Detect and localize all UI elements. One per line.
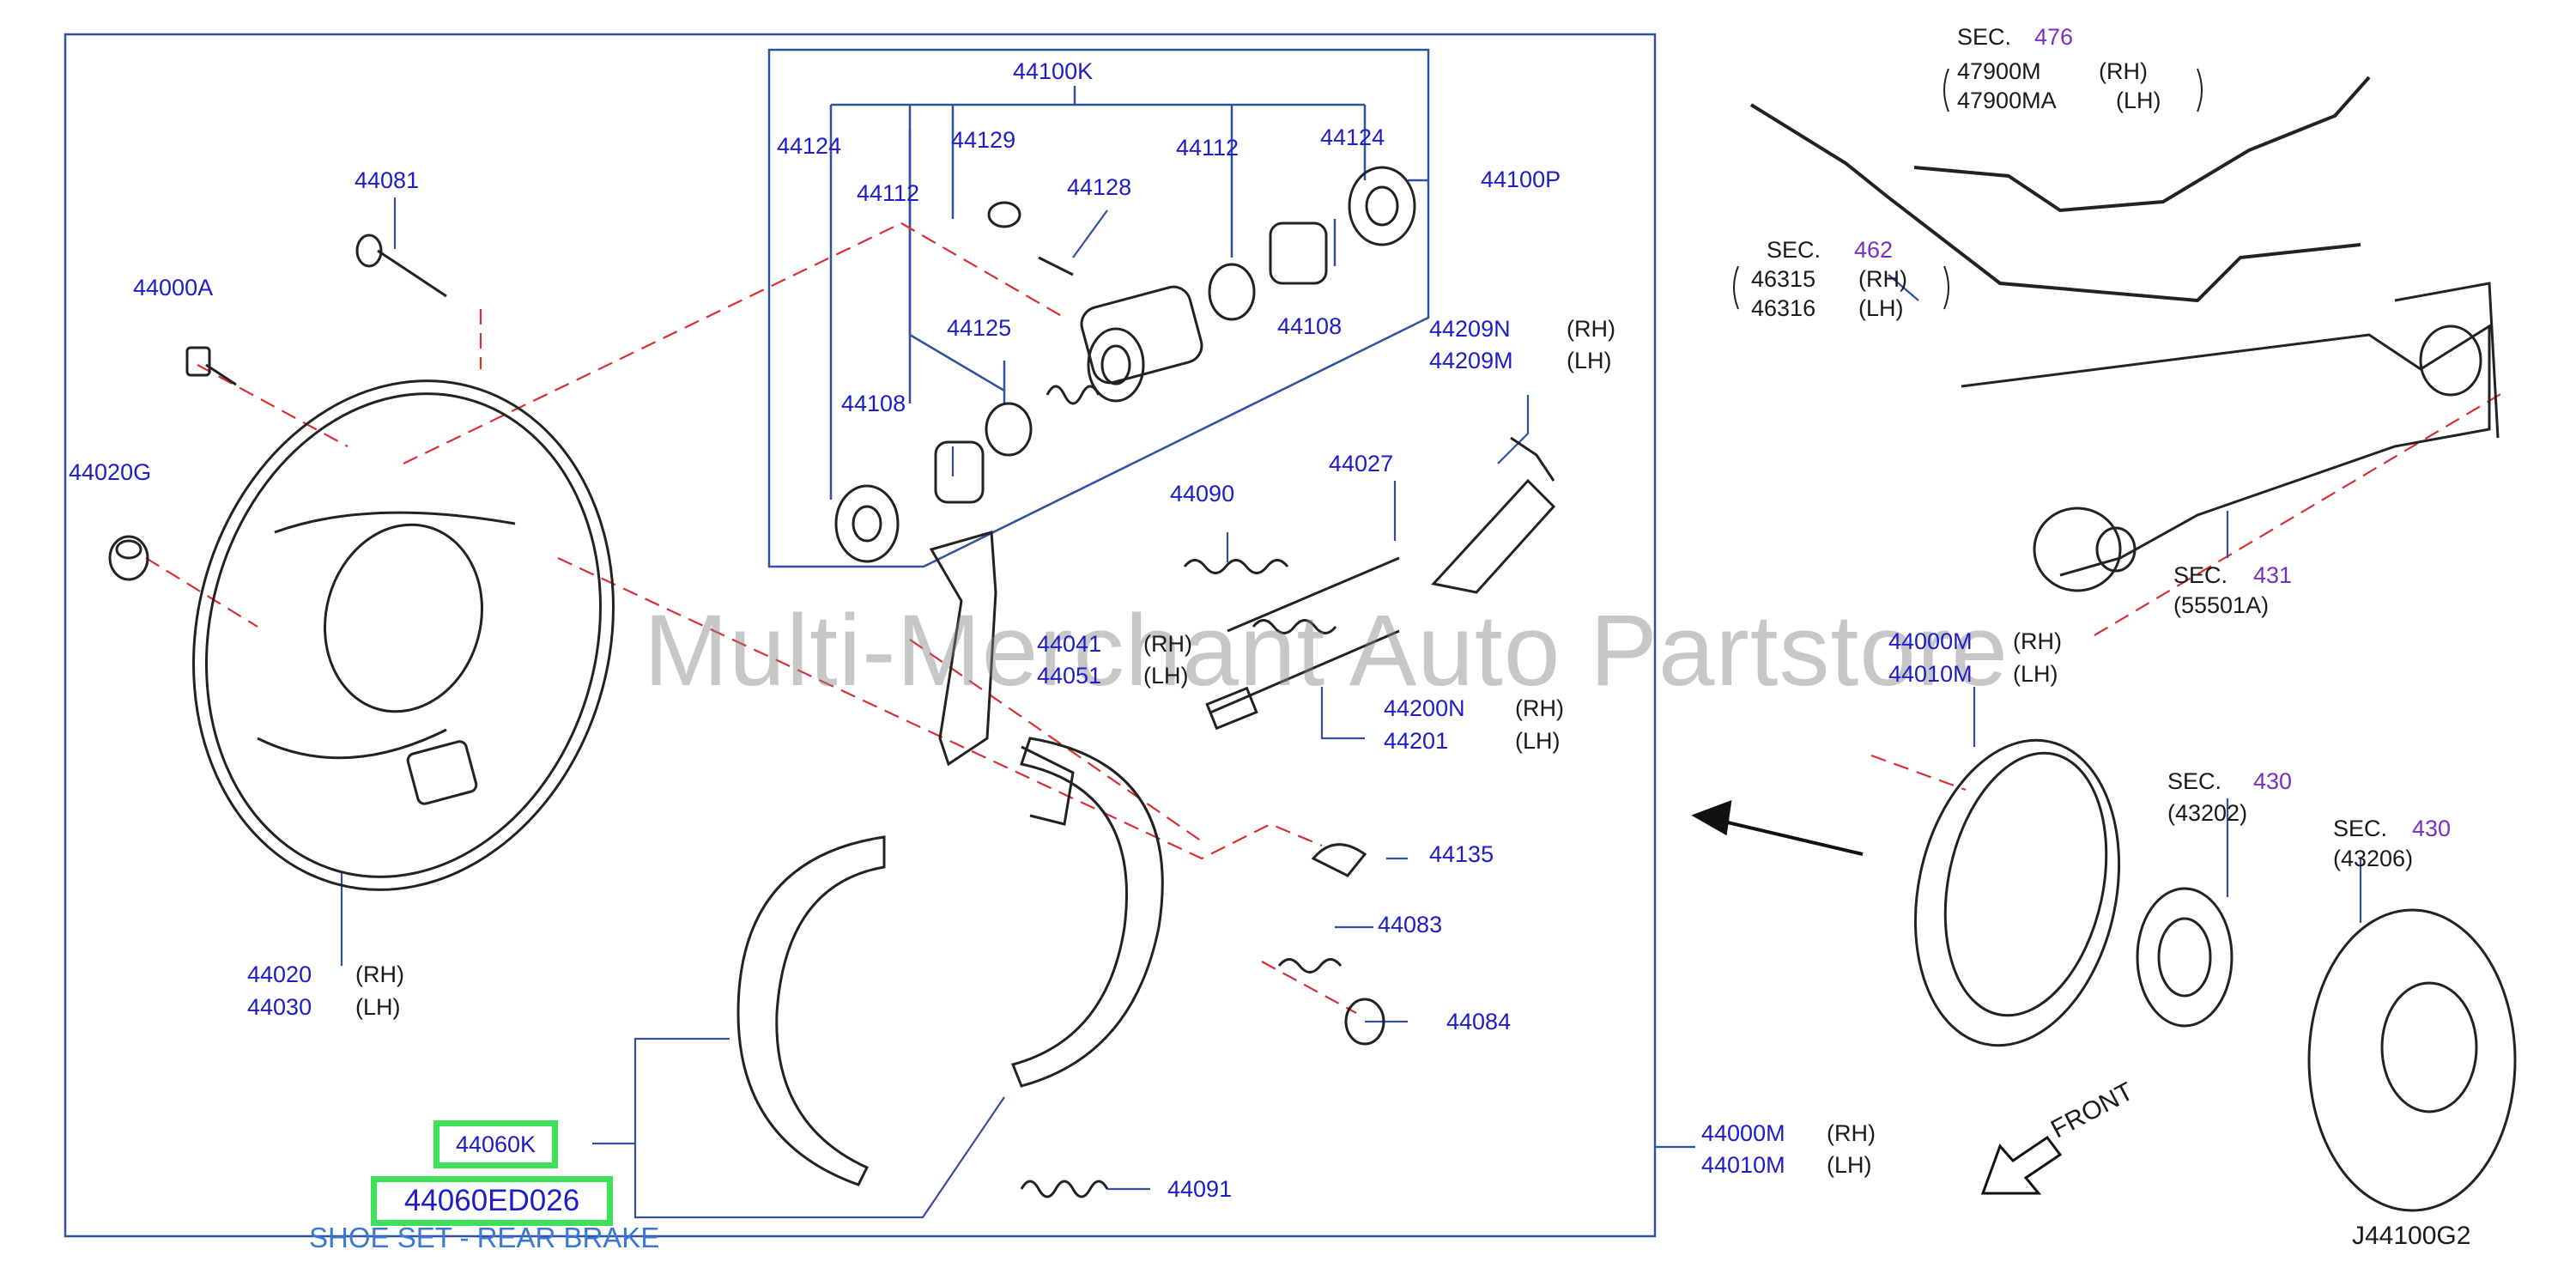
part-label-44209N[interactable]: 44209N (1429, 316, 1511, 342)
direction-arrow (1691, 799, 1864, 856)
brake-shoes (736, 737, 1164, 1186)
diagram-code: J44100G2 (2352, 1222, 2471, 1250)
sec-431-label: SEC. (2173, 562, 2228, 588)
side-label-44000M-right-rh: (RH) (2013, 628, 2062, 654)
side-label-44020-rh: (RH) (355, 962, 404, 987)
rear-brake-assembly (1913, 738, 2517, 1212)
sec-430a-label: SEC. (2167, 768, 2222, 794)
part-label-44051[interactable]: 44051 (1037, 663, 1102, 689)
part-label-44010M-right[interactable]: 44010M (1888, 661, 1973, 687)
part-label-44112-left[interactable]: 44112 (857, 180, 920, 206)
section-brackets (1733, 68, 2203, 310)
wheel-cylinder (987, 201, 1203, 403)
sec-430b-label: SEC. (2333, 816, 2388, 841)
sec-430b-number[interactable]: 430 (2412, 816, 2452, 841)
brake-tube-and-sensor (1749, 76, 2371, 303)
part-label-44135[interactable]: 44135 (1429, 841, 1494, 867)
part-label-44020G[interactable]: 44020G (69, 459, 152, 485)
leader-lines-dashed (145, 221, 2507, 1014)
part-label-44124-left[interactable]: 44124 (777, 133, 842, 159)
front-indicator (1980, 1135, 2063, 1195)
part-label-44084[interactable]: 44084 (1446, 1009, 1512, 1034)
sec-462-lh-part[interactable]: 46316 (1751, 295, 1816, 321)
side-label-44200N-rh: (RH) (1515, 695, 1564, 721)
sec-476-number[interactable]: 476 (2034, 24, 2074, 50)
side-label-44209N-rh: (RH) (1567, 316, 1615, 342)
part-label-44020[interactable]: 44020 (247, 962, 312, 987)
side-label-44209M-lh: (LH) (1567, 348, 1612, 373)
watermark: Multi-Merchant Auto Partstore (644, 594, 2009, 707)
side-label-44010M-bottom-lh: (LH) (1827, 1152, 1872, 1178)
part-label-44108-right[interactable]: 44108 (1277, 313, 1343, 339)
part-label-44209M[interactable]: 44209M (1429, 348, 1513, 373)
highlight-44060K[interactable]: 44060K (433, 1120, 558, 1168)
backing-plate (192, 379, 615, 891)
sec-431-part[interactable]: (55501A) (2173, 592, 2270, 618)
kit-tree-lines (829, 86, 1428, 500)
sec-462-rh-part[interactable]: 46315 (1751, 266, 1816, 292)
sec-462-lh: (LH) (1858, 295, 1904, 321)
sec-462-label: SEC. (1767, 237, 1821, 263)
side-label-44000M-bottom-rh: (RH) (1827, 1120, 1876, 1146)
part-label-44124-right[interactable]: 44124 (1320, 124, 1385, 150)
sec-476-rh: (RH) (2099, 58, 2148, 84)
part-label-44112-right[interactable]: 44112 (1176, 135, 1240, 161)
part-label-44128[interactable]: 44128 (1067, 174, 1132, 200)
side-label-44030-lh: (LH) (355, 994, 401, 1020)
parking-lever (929, 531, 997, 767)
part-label-44083[interactable]: 44083 (1378, 912, 1443, 937)
part-label-44081[interactable]: 44081 (355, 167, 420, 193)
part-label-44000A[interactable]: 44000A (133, 275, 214, 300)
highlight-part-number[interactable]: 44060ED026 (371, 1176, 613, 1226)
adjuster-parts (1020, 436, 1556, 1198)
part-label-44200N[interactable]: 44200N (1384, 695, 1465, 721)
sec-476-lh: (LH) (2116, 88, 2161, 113)
kit-44100K-bracket (767, 48, 1430, 568)
part-label-44030[interactable]: 44030 (247, 994, 312, 1020)
plug-44020G (108, 535, 149, 581)
part-label-44090[interactable]: 44090 (1170, 481, 1235, 507)
sec-431-number[interactable]: 431 (2253, 562, 2293, 588)
side-label-44201-lh: (LH) (1515, 728, 1561, 754)
cylinder-kit-parts (834, 166, 1416, 563)
highlight-description: SHOE SET - REAR BRAKE (309, 1222, 660, 1253)
side-label-44041-rh: (RH) (1143, 631, 1192, 657)
sec-430a-part[interactable]: (43202) (2167, 800, 2248, 826)
side-label-44010M-right-lh: (LH) (2013, 661, 2058, 687)
leader-lines-solid (340, 197, 2362, 1219)
sec-430a-number[interactable]: 430 (2253, 768, 2293, 794)
part-label-44041[interactable]: 44041 (1037, 631, 1102, 657)
sec-476-rh-part[interactable]: 47900M (1957, 58, 2041, 84)
part-label-44000M-right[interactable]: 44000M (1888, 628, 1973, 654)
part-label-44100K[interactable]: 44100K (1013, 58, 1094, 84)
sec-430b-part[interactable]: (43206) (2333, 846, 2414, 871)
part-label-44000M-bottom[interactable]: 44000M (1701, 1120, 1785, 1146)
part-label-44091[interactable]: 44091 (1167, 1176, 1233, 1202)
bolt-44081 (355, 234, 447, 298)
sec-476-label: SEC. (1957, 24, 2012, 50)
sec-462-rh: (RH) (1858, 266, 1907, 292)
part-label-44108-left[interactable]: 44108 (841, 391, 906, 416)
sec-476-lh-part[interactable]: 47900MA (1957, 88, 2057, 113)
part-label-44129[interactable]: 44129 (951, 127, 1016, 153)
part-label-44100P[interactable]: 44100P (1481, 167, 1561, 192)
part-label-44125[interactable]: 44125 (947, 315, 1012, 341)
sec-462-number[interactable]: 462 (1854, 237, 1894, 263)
part-label-44027[interactable]: 44027 (1329, 451, 1394, 476)
part-label-44201[interactable]: 44201 (1384, 728, 1449, 754)
rear-axle-beam (1961, 282, 2500, 592)
part-label-44010M-bottom[interactable]: 44010M (1701, 1152, 1785, 1178)
side-label-44051-lh: (LH) (1143, 663, 1189, 689)
bolt-44000A (185, 346, 237, 386)
main-frame (64, 33, 1657, 1238)
